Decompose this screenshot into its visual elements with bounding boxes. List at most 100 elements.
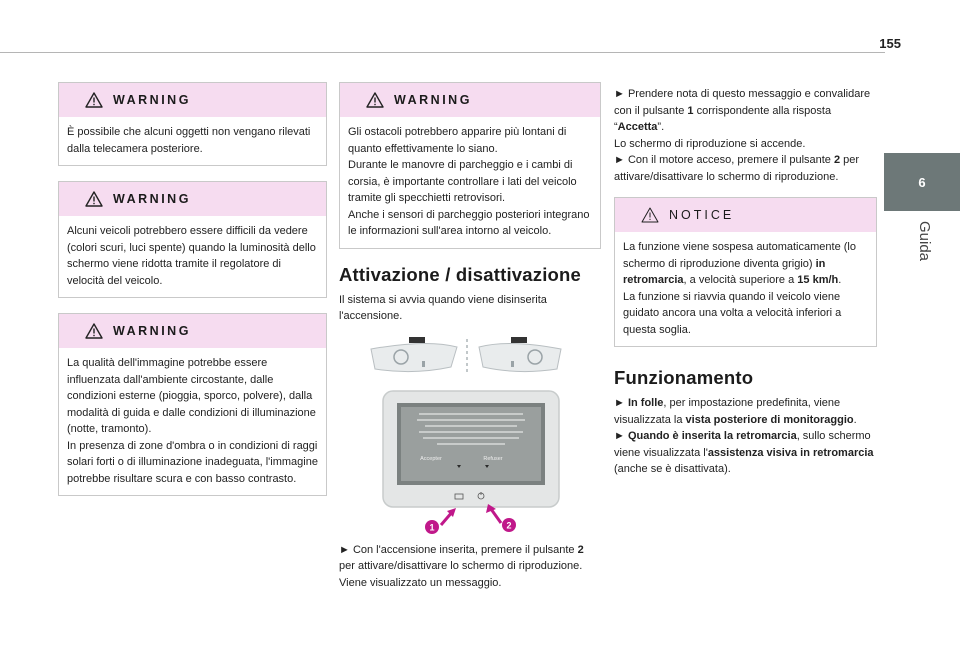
column-2: WARNING Gli ostacoli potrebbero apparire… [339, 82, 601, 591]
text-run: per attivare/disattivare lo schermo di r… [339, 560, 583, 572]
warning-body: È possibile che alcuni oggetti non venga… [59, 117, 326, 165]
text-run: . [838, 274, 842, 286]
text-run: ► Prendere nota di questo messaggio e co… [614, 88, 871, 117]
text-run: La funzione viene sospesa automaticament… [623, 241, 856, 270]
warning-box: WARNING È possibile che alcuni oggetti n… [58, 82, 327, 166]
refuse-label: Refuser [483, 456, 502, 462]
warning-body: La qualità dell'immagine potrebbe essere… [59, 348, 326, 495]
text-run: per attivare/disattivare lo schermo di r… [614, 154, 860, 183]
warning-triangle-icon [85, 323, 103, 339]
text-run: ”. [657, 121, 665, 133]
callout-arrow-2 [486, 503, 503, 524]
operation-item: ► Quando è inserita la retromarcia, sull… [614, 428, 877, 478]
text-run: ► Con il motore acceso, premere il pulsa… [614, 154, 834, 166]
operation-text: ► In folle, per impostazione predefinita… [614, 395, 877, 478]
column-1: WARNING È possibile che alcuni oggetti n… [58, 82, 327, 511]
warning-body: Alcuni veicoli potrebbero essere diffici… [59, 216, 326, 297]
text-run-bold: vista posteriore di monitoraggio [685, 413, 854, 426]
warning-header: WARNING [59, 314, 326, 348]
procedure-step: ► Prendere nota di questo messaggio e co… [614, 86, 877, 136]
intro-paragraph: Il sistema si avvia quando viene disinse… [339, 293, 547, 323]
power-button-icon[interactable] [477, 491, 485, 499]
header-rule [0, 52, 885, 53]
callout-badge-1 [425, 519, 439, 534]
procedure-text: ► Prendere nota di questo messaggio e co… [614, 86, 877, 185]
notice-body: La funzione viene sospesa automaticament… [615, 232, 876, 346]
warning-header: WARNING [340, 83, 600, 117]
text-run: ► [614, 397, 628, 409]
text-run: corrispondente alla risposta “ [614, 104, 832, 134]
text-run-bold: 1 [687, 104, 694, 117]
section-heading: Funzionamento [614, 367, 754, 388]
warning-text-2: In presenza di zone d'ombra o in condizi… [67, 439, 318, 485]
warning-title: WARNING [113, 192, 191, 206]
text-run: ► [614, 430, 628, 442]
section-heading: Attivazione / disattivazione [339, 263, 582, 285]
warning-box: WARNING Gli ostacoli potrebbero apparire… [339, 82, 601, 249]
warning-triangle-icon [85, 191, 103, 207]
mirror-right [478, 336, 562, 372]
text-run: ► Con l'accensione inserita, premere il … [339, 543, 578, 556]
camera-button-icon[interactable] [454, 493, 464, 499]
notice-triangle-icon [641, 207, 659, 223]
warning-text-3: Anche i sensori di parcheggio posteriori… [348, 208, 590, 238]
accept-label: Accepter [420, 456, 442, 462]
warning-title: WARNING [113, 93, 191, 107]
procedure-step: ► Con il motore acceso, premere il pulsa… [614, 152, 877, 185]
notice-text: La funzione viene sospesa automaticament… [623, 239, 868, 289]
text-run-bold: in retromarcia [623, 257, 826, 287]
callout-number-2: 2 [506, 520, 511, 530]
down-arrow-icon [485, 464, 489, 468]
warning-box: WARNING La qualità dell'immagine potrebb… [58, 313, 327, 496]
intro-text: Il sistema si avvia quando viene disinse… [339, 292, 601, 325]
down-arrow-icon [457, 464, 461, 468]
text-run-bold: assistenza visiva in retromarcia [707, 446, 874, 459]
text-run-bold: 2 [577, 543, 584, 556]
warning-text: Alcuni veicoli potrebbero essere diffici… [67, 225, 316, 287]
text-run-bold: Accetta [617, 121, 658, 133]
warning-text: La qualità dell'immagine potrebbe essere… [67, 357, 316, 435]
callout-badge-2 [502, 517, 516, 532]
text-run: (anche se è disattivata). [614, 463, 731, 475]
warning-title: WARNING [394, 93, 472, 107]
warning-header: WARNING [59, 182, 326, 216]
text-run-bold: 2 [833, 154, 841, 166]
chapter-number: 6 [918, 174, 926, 190]
warning-box: WARNING Alcuni veicoli potrebbero essere… [58, 181, 327, 298]
display-device: Accepter Refuser [382, 389, 560, 508]
notice-title: NOTICE [669, 208, 735, 222]
mirror-screen-illustration: Accepter Refuser [339, 329, 579, 534]
text-run-bold: 15 km/h [797, 274, 839, 286]
warning-text: È possibile che alcuni oggetti non venga… [67, 126, 311, 155]
notice-box: NOTICE La funzione viene sospesa automat… [614, 197, 877, 347]
mirror-left [370, 336, 458, 372]
text-run-bold: Quando è inserita la retromarcia [627, 430, 797, 442]
warning-triangle-icon [366, 92, 384, 108]
text-run: . [853, 413, 857, 426]
notice-header: NOTICE [615, 198, 876, 232]
text-run: , sullo schermo viene visualizzata l' [614, 430, 871, 459]
warning-text: Gli ostacoli potrebbero apparire più lon… [348, 126, 567, 155]
instruction-step: ► Con l'accensione inserita, premere il … [339, 542, 601, 575]
warning-triangle-icon [85, 92, 103, 108]
callout-number-1: 1 [429, 522, 434, 532]
warning-body: Gli ostacoli potrebbero apparire più lon… [340, 117, 600, 248]
notice-text-2: La funzione si riavvia quando il veicolo… [623, 290, 842, 336]
warning-text-2: Durante le manovre di parcheggio e i cam… [348, 159, 577, 204]
warning-title: WARNING [113, 324, 191, 338]
warning-header: WARNING [59, 83, 326, 117]
message-lines [417, 412, 525, 445]
illustration-svg: Accepter Refuser [370, 336, 562, 534]
chapter-tab[interactable]: 6 [884, 153, 960, 211]
text-run: , a velocità superiore a [683, 274, 798, 286]
column-3: ► Prendere nota di questo messaggio e co… [614, 86, 877, 478]
operation-item: ► In folle, per impostazione predefinita… [614, 395, 877, 428]
instruction-note: Viene visualizzato un messaggio. [339, 576, 502, 589]
instructions: ► Con l'accensione inserita, premere il … [339, 542, 601, 592]
text-run: , per impostazione predefinita, viene vi… [614, 397, 841, 426]
callout-arrow-1 [439, 507, 456, 526]
text-run-bold: In folle [627, 397, 664, 409]
chapter-label: Guida [916, 221, 933, 262]
page-number: 155 [879, 36, 901, 51]
procedure-result: Lo schermo di riproduzione si accende. [614, 137, 806, 150]
